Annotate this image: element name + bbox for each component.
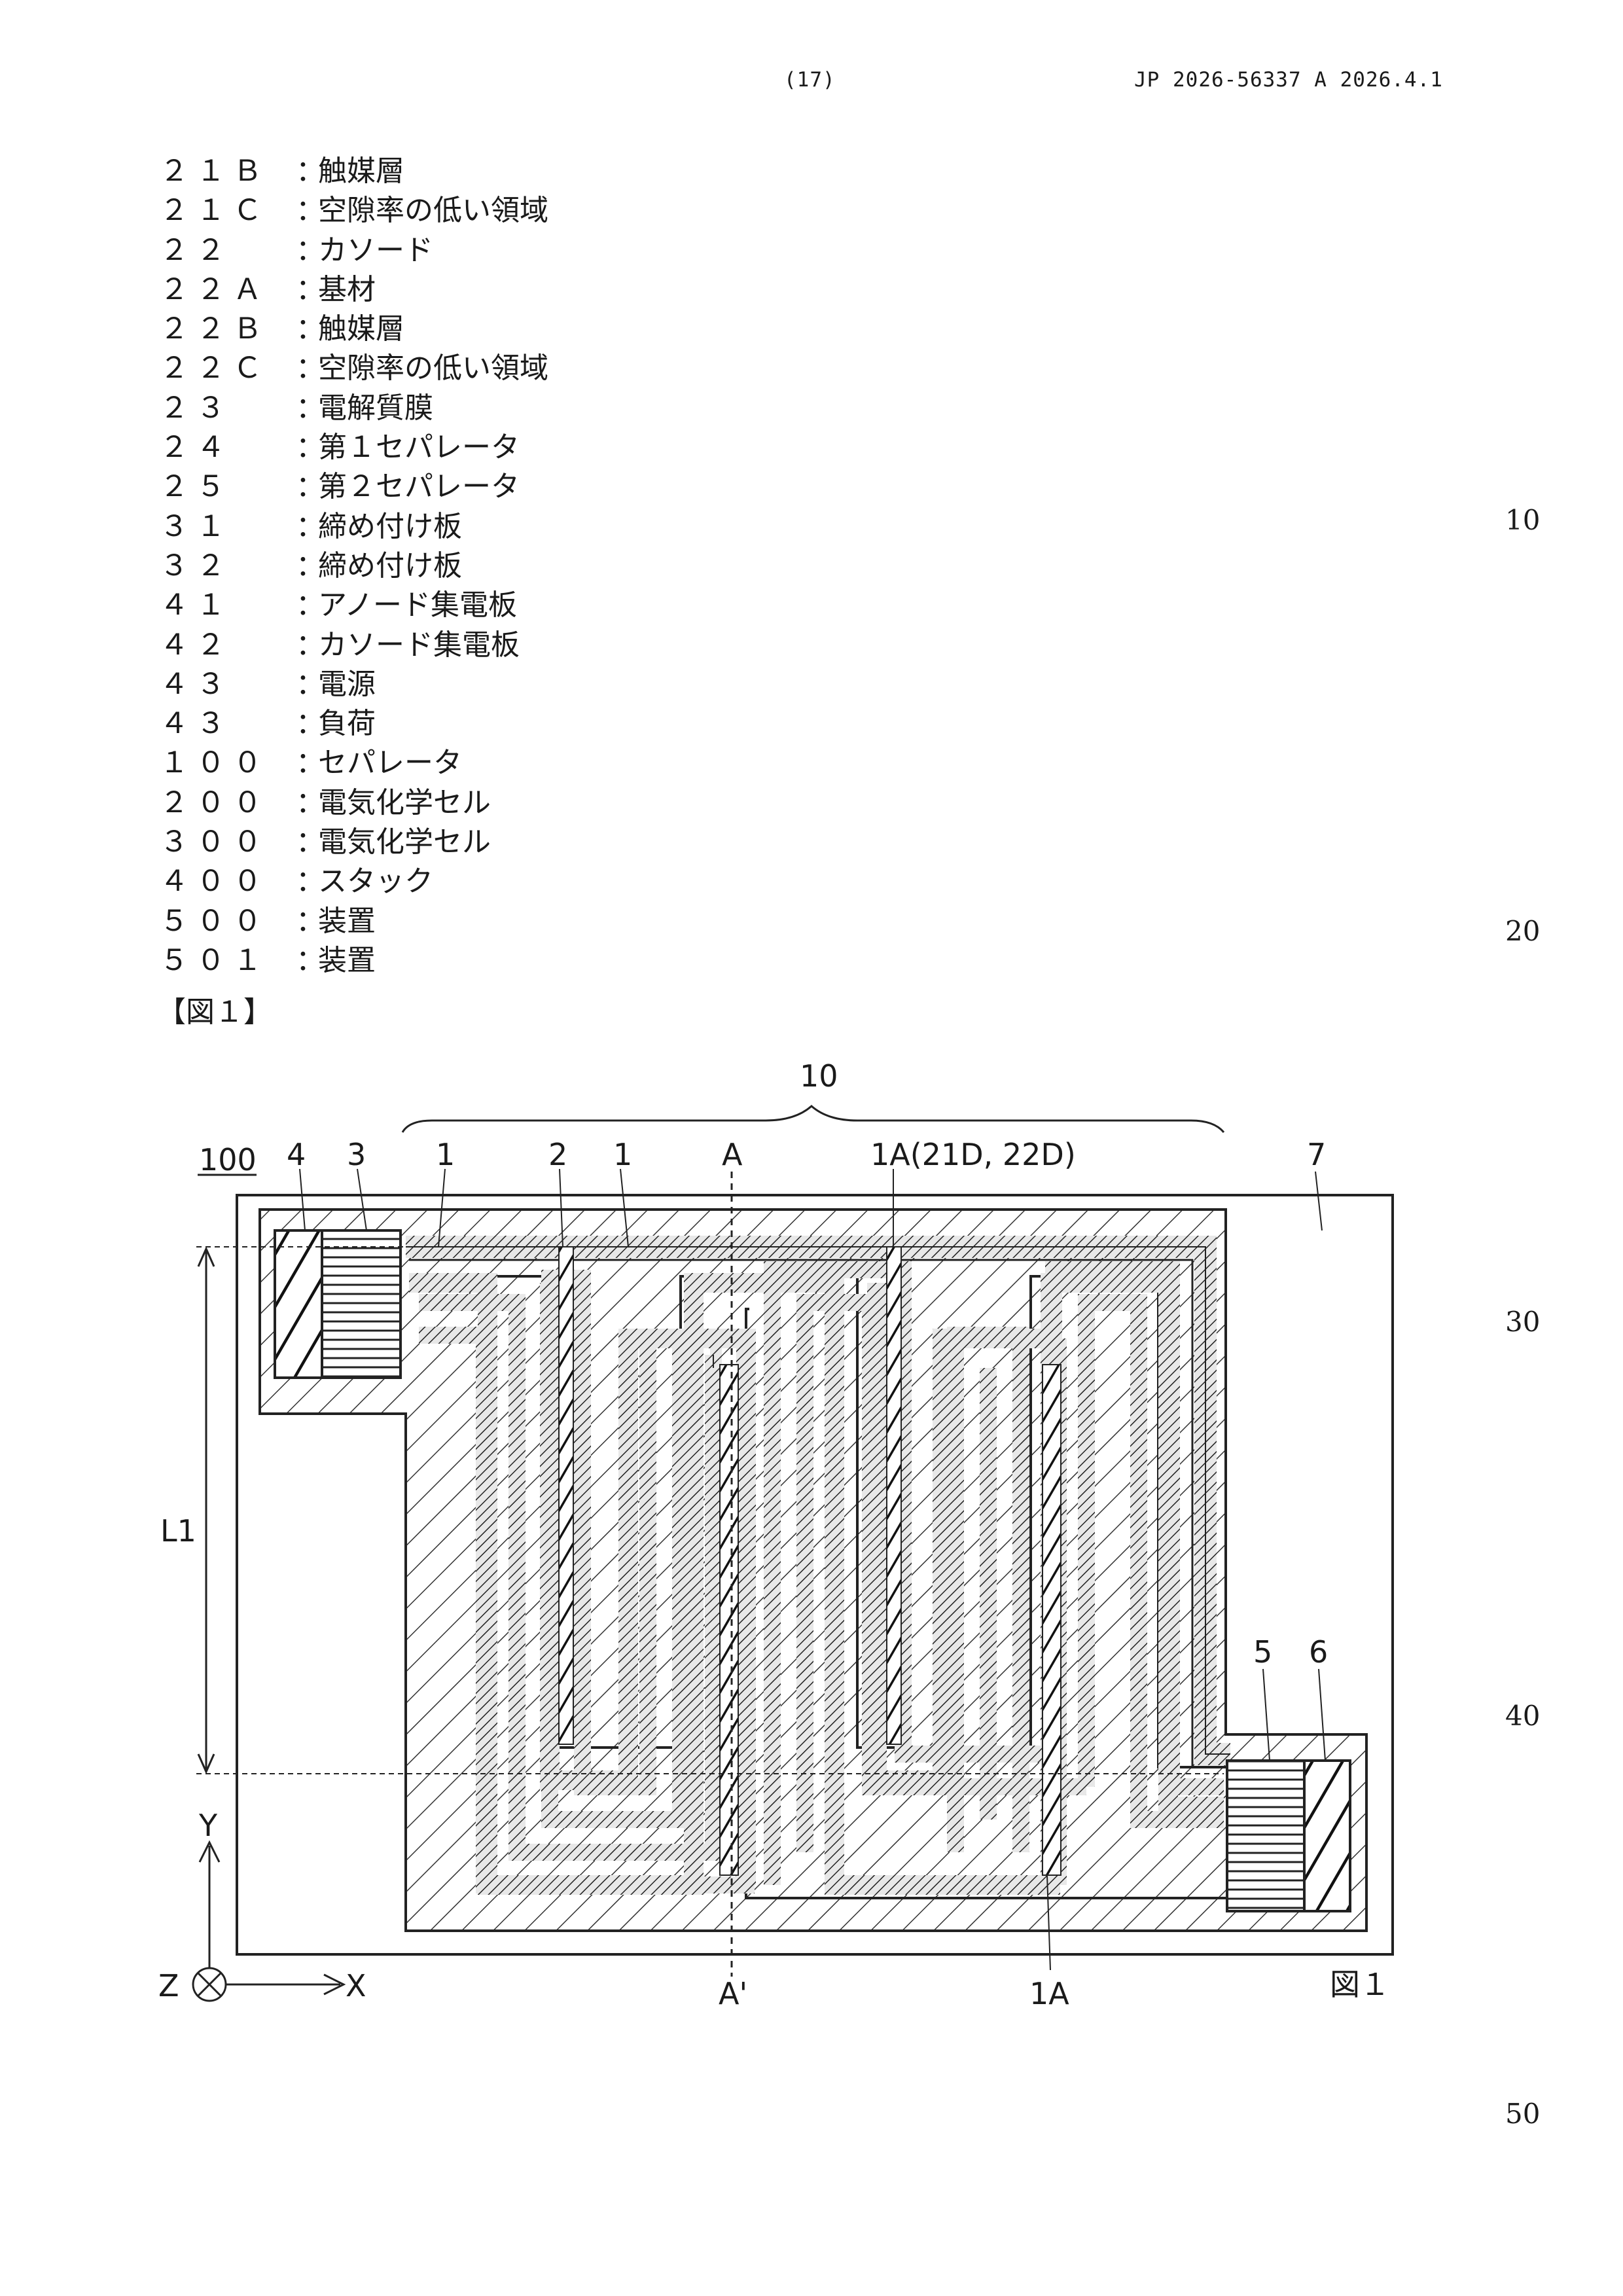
label-1A-bottom: 1A	[1029, 1976, 1069, 2011]
label-figure-name: 図１	[1330, 1967, 1390, 2002]
label-4: 4	[287, 1137, 306, 1172]
label-1A-21D-22D: 1A(21D, 22D)	[870, 1137, 1076, 1172]
label-1b: 1	[613, 1137, 632, 1172]
label-6: 6	[1309, 1634, 1328, 1670]
label-axis-z: Z	[158, 1968, 179, 2003]
brace-10	[402, 1106, 1224, 1132]
label-A: A	[722, 1137, 743, 1172]
label-100: 100	[199, 1142, 257, 1177]
label-axis-y: Y	[198, 1808, 218, 1843]
label-3: 3	[347, 1137, 366, 1172]
membrane-strip	[1043, 1365, 1061, 1875]
port-3	[322, 1230, 401, 1378]
label-A-prime: A'	[719, 1976, 747, 2011]
membrane-strip	[559, 1247, 573, 1744]
label-axis-x: X	[346, 1968, 366, 2003]
port-5	[1227, 1761, 1304, 1911]
membrane-strip	[720, 1365, 738, 1875]
port-6	[1304, 1761, 1350, 1911]
membrane-strip	[887, 1247, 901, 1744]
label-7: 7	[1307, 1137, 1326, 1172]
label-2: 2	[548, 1137, 567, 1172]
label-10: 10	[800, 1058, 838, 1094]
label-5: 5	[1253, 1634, 1272, 1670]
label-L1: L1	[160, 1513, 196, 1549]
label-1a: 1	[436, 1137, 455, 1172]
port-4	[275, 1230, 322, 1378]
